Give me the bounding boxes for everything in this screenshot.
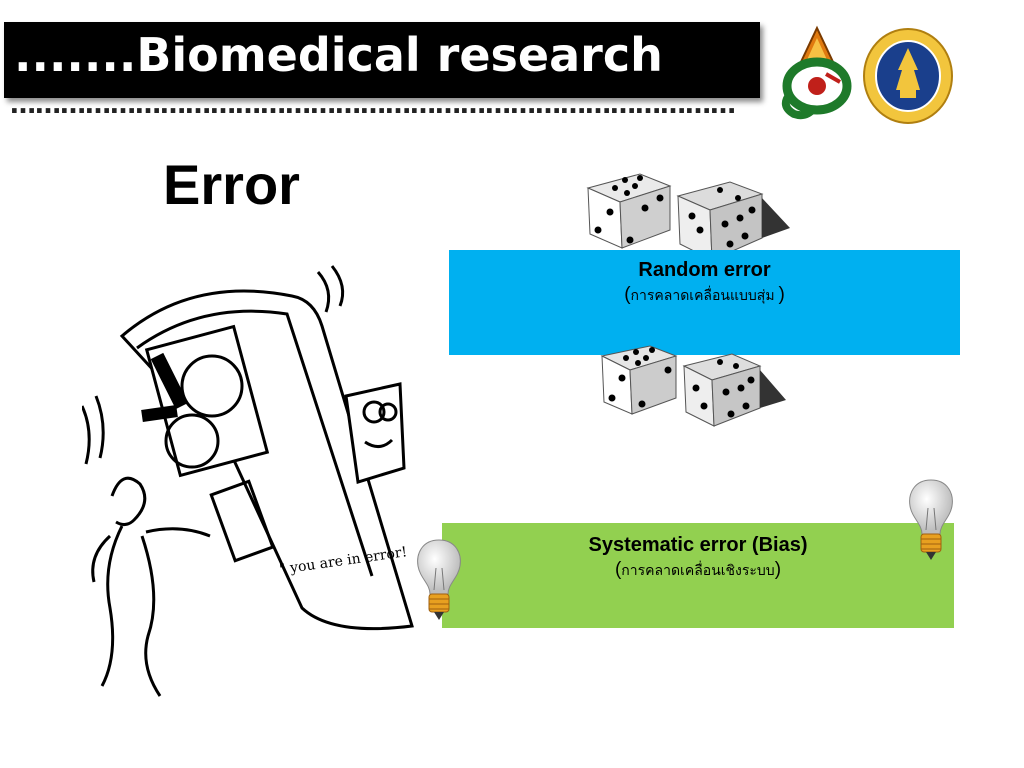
systematic-error-subtitle: (การคลาดเคลื่อนเชิงระบบ) (614, 559, 782, 580)
cartoon-illustration: " you are in error! (82, 265, 414, 697)
random-error-thai: การคลาดเคลื่อนแบบสุ่ม (630, 287, 779, 303)
faculty-emblem-logo (781, 25, 852, 120)
systematic-error-box: Systematic error (Bias) (การคลาดเคลื่อนเ… (442, 523, 954, 628)
random-error-title: Random error (638, 259, 771, 281)
random-error-subtitle: (การคลาดเคลื่อนแบบสุ่ม ) (624, 284, 785, 305)
lightbulb-icon (909, 479, 953, 560)
slide-title: .......Biomedical research (14, 28, 663, 82)
title-bar: .......Biomedical research (4, 22, 760, 98)
title-underline-dots: …………………………………………………………………………… (10, 92, 736, 118)
dice-icon (586, 173, 790, 250)
random-error-box: Random error (การคลาดเคลื่อนแบบสุ่ม ) (449, 250, 960, 355)
university-seal-logo (863, 28, 953, 124)
dice-icon (600, 345, 786, 427)
lightbulb-icon (417, 539, 461, 620)
systematic-error-thai: การคลาดเคลื่อนเชิงระบบ (621, 562, 775, 578)
systematic-error-title: Systematic error (Bias) (588, 534, 808, 556)
slide-heading: Error (163, 153, 300, 216)
